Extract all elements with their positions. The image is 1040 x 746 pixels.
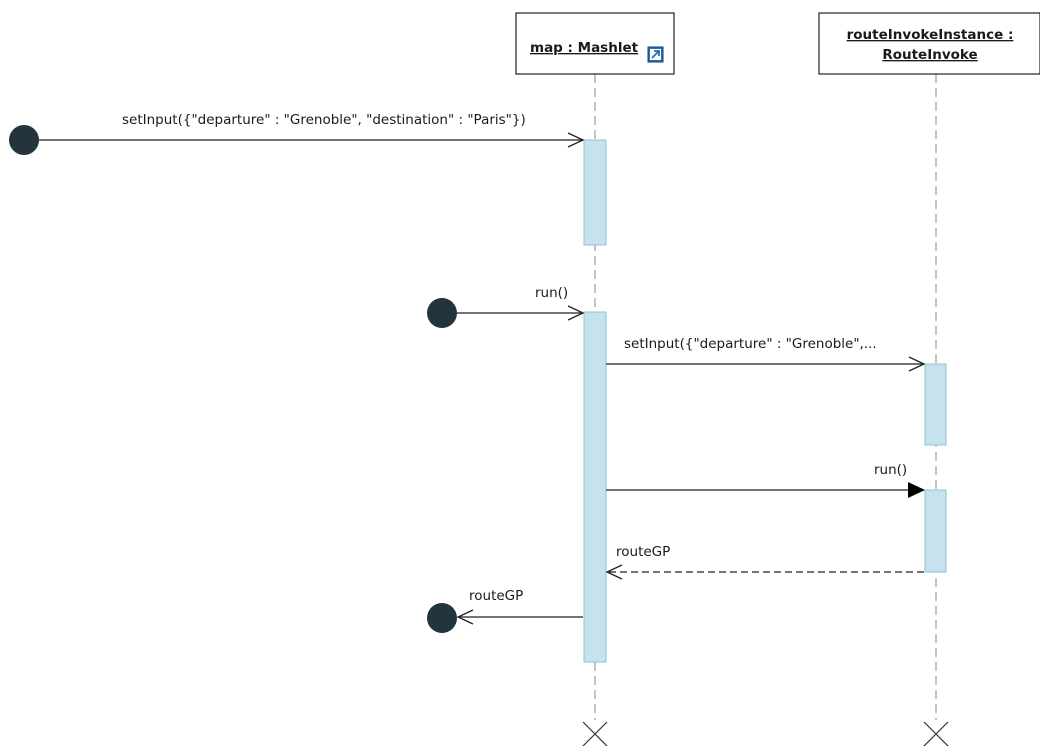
open-arrowhead: [567, 305, 585, 321]
message-run-sync: run(): [606, 462, 925, 498]
message-label: setInput({"departure" : "Grenoble", "des…: [122, 112, 526, 128]
open-arrowhead: [567, 132, 585, 148]
lost-message-dot: [427, 603, 457, 633]
message-setinput-short: setInput({"departure" : "Grenoble",...: [606, 336, 926, 372]
message-lost-routegp: routeGP: [427, 588, 583, 633]
activation-map-2: [583, 311, 607, 663]
open-arrowhead: [605, 564, 623, 580]
destruction-mark-map: [582, 721, 608, 746]
message-run-found: run(): [427, 285, 585, 328]
participant-map-mashlet[interactable]: map : Mashlet: [515, 12, 675, 75]
found-message-dot: [427, 298, 457, 328]
participant-map-mashlet-label: map : Mashlet: [530, 40, 639, 56]
participant-route-invoke-label-line2: RouteInvoke: [882, 47, 977, 63]
open-arrowhead: [908, 356, 926, 372]
activation-route-2: [924, 489, 947, 573]
message-label: routeGP: [616, 544, 670, 560]
message-label: run(): [535, 285, 568, 301]
message-reply-routegp: routeGP: [605, 544, 924, 580]
found-message-dot: [9, 125, 39, 155]
open-arrowhead: [456, 609, 474, 625]
filled-arrowhead: [908, 482, 925, 498]
message-label: setInput({"departure" : "Grenoble",...: [624, 336, 877, 352]
message-setinput-full: setInput({"departure" : "Grenoble", "des…: [9, 112, 585, 155]
shortcut-arrow-icon: [647, 46, 664, 63]
participant-route-invoke-label-line1: routeInvokeInstance :: [847, 27, 1014, 43]
message-label: run(): [874, 462, 907, 478]
activation-map-1: [583, 139, 607, 246]
destruction-mark-route: [923, 721, 949, 746]
message-label: routeGP: [469, 588, 523, 604]
participant-route-invoke[interactable]: routeInvokeInstance : RouteInvoke: [818, 12, 1040, 75]
activation-route-1: [924, 363, 947, 446]
